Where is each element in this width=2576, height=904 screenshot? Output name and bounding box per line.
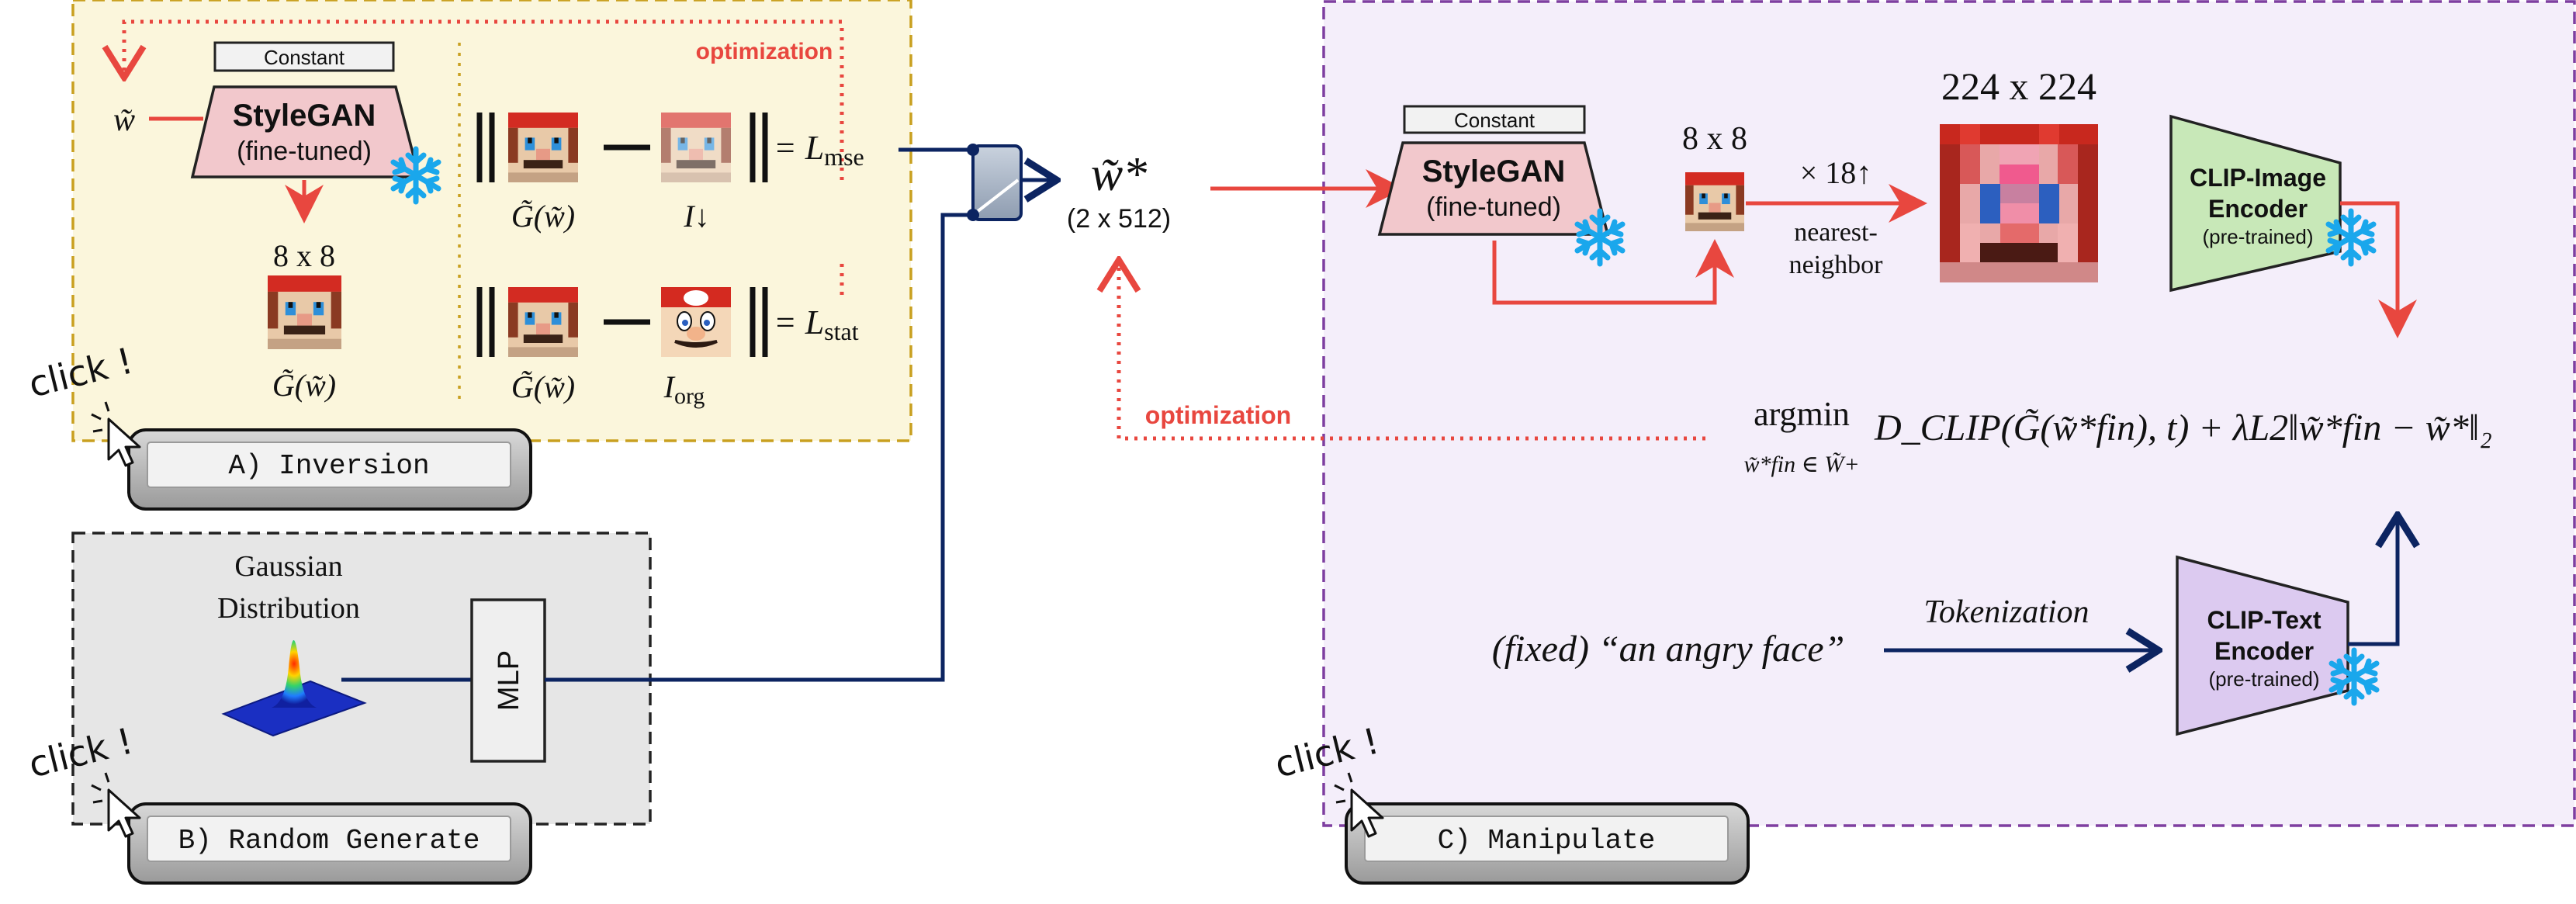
mse-g-label: G̃(w̃): [511, 199, 575, 234]
mlp-block: [470, 598, 546, 763]
text-prompt: (fixed) “an angry face”: [1492, 629, 1845, 670]
upscale-label: × 18↑: [1800, 155, 1872, 190]
inversion-output-size: 8 x 8: [273, 238, 335, 273]
loss-argmin-subscript: w̃*fin ∈ W̃+: [1743, 452, 1859, 477]
manip-finetuned-label: (fine-tuned): [1426, 192, 1561, 222]
inversion-button[interactable]: A) Inversion: [127, 428, 532, 511]
manip-upscaled-face: [1940, 124, 2098, 282]
mixer-switch: [971, 144, 1023, 221]
mlp-label: MLP: [493, 650, 525, 711]
gaussian-label-line1: Gaussian: [234, 550, 342, 583]
stat-generated-face: [508, 287, 578, 357]
manipulate-button[interactable]: C) Manipulate: [1345, 802, 1750, 885]
navy-wiring: [545, 144, 1057, 682]
tokenization-label: Tokenization: [1923, 594, 2089, 630]
inversion-panel: optimization Constant StyleGAN (fine-tun…: [71, 0, 912, 442]
inversion-stylegan-label: StyleGAN: [233, 99, 376, 133]
mse-generated-face: [508, 113, 578, 182]
stat-g-label: G̃(w̃): [511, 369, 575, 404]
inversion-optimization-label: optimization: [696, 39, 833, 64]
gaussian-distribution-plot: [221, 640, 367, 737]
inversion-button-label: A) Inversion: [228, 450, 429, 482]
clip-text-label-line3: (pre-trained): [2208, 667, 2319, 691]
manipulate-button-label: C) Manipulate: [1438, 825, 1656, 857]
inversion-finetuned-label: (fine-tuned): [237, 137, 372, 166]
clip-text-label-line2: Encoder: [2214, 637, 2314, 665]
manip-constant-box: [1403, 105, 1586, 134]
manip-optimization-label: optimization: [1145, 401, 1291, 429]
manip-small-face: [1685, 172, 1744, 231]
random-generate-button[interactable]: B) Random Generate: [127, 802, 532, 885]
manipulate-panel: Constant StyleGAN (fine-tuned) 8 x 8 × 1…: [1119, 0, 2576, 827]
inversion-constant-label: Constant: [264, 46, 345, 69]
inversion-output-face: [268, 275, 341, 349]
manip-big-size: 224 x 224: [1941, 64, 2096, 108]
stat-loss-label: = Lstat: [774, 303, 859, 345]
clip-image-encoder-block: [2169, 114, 2342, 293]
mse-downsampled-face: [661, 113, 731, 182]
loss-formula: D_CLIP(G̃(w̃*fin), t) + λL2‖w̃*fin − w̃*…: [1874, 407, 2492, 449]
w-star-latent: w̃*: [1091, 148, 1147, 201]
clip-image-label-line1: CLIP-Image: [2190, 164, 2326, 192]
nearest-label-line1: nearest-: [1794, 218, 1878, 247]
nearest-label-line2: neighbor: [1789, 251, 1884, 279]
inversion-w-tilde: w̃: [113, 102, 135, 138]
clip-text-label-line1: CLIP-Text: [2207, 606, 2322, 634]
inversion-output-g-label: G̃(w̃): [272, 368, 336, 403]
optimization-loop-arrow: [124, 19, 844, 180]
clip-image-label-line3: (pre-trained): [2202, 225, 2313, 248]
mse-loss-label: = Lmse: [774, 129, 864, 171]
manip-optimization-arrow: [1119, 260, 1705, 441]
manip-constant-label: Constant: [1454, 109, 1536, 132]
manip-stylegan-to-small-arrow: [1492, 239, 1734, 305]
inversion-constant-box: [213, 41, 395, 72]
clip-image-to-loss-arrow: [2340, 201, 2417, 338]
gaussian-label-line2: Distribution: [217, 592, 360, 625]
mlp-to-mixer-line: [545, 213, 973, 682]
clip-image-label-line2: Encoder: [2208, 195, 2308, 223]
mse-i-down-label: I↓: [683, 199, 709, 234]
stat-i-org-label: Iorg: [663, 369, 705, 409]
loss-argmin: argmin: [1754, 395, 1850, 433]
w-star-dims: (2 x 512): [1067, 204, 1171, 234]
manip-small-size: 8 x 8: [1682, 121, 1747, 157]
clip-text-encoder-block: [2176, 555, 2349, 736]
stat-original-face: [661, 287, 731, 357]
random-generate-button-label: B) Random Generate: [178, 825, 480, 857]
clip-text-to-loss-arrow: [2348, 515, 2398, 646]
manip-stylegan-label: StyleGAN: [1422, 154, 1566, 189]
